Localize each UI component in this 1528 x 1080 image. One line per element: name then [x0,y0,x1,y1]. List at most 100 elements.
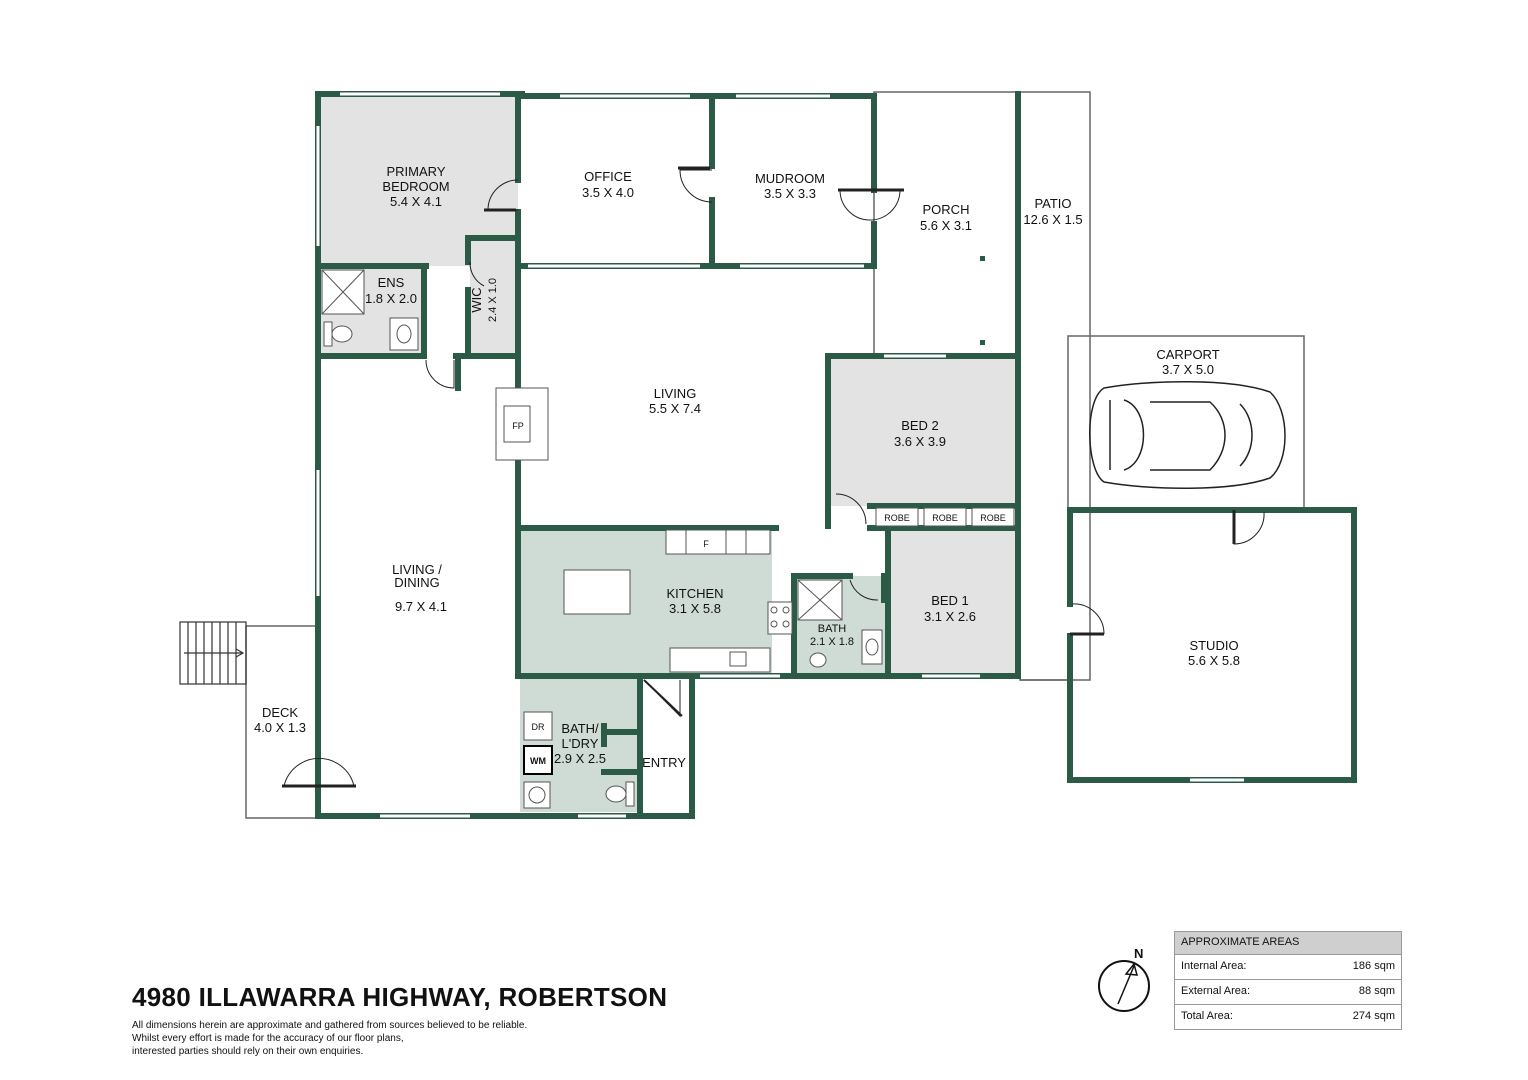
door-deck [283,757,355,787]
carport-name: CARPORT [1156,347,1219,362]
fridge-label: F [703,539,709,549]
ens-shower-x2 [321,269,365,315]
deck-size: 4.0 X 1.3 [254,720,306,735]
fridge-icon [685,529,727,555]
deck-stairs [179,621,247,685]
pantry-1 [665,529,687,555]
deck-name: DECK [262,705,298,720]
door-bed2 [835,493,867,525]
areas-row: Total Area: 274 sqm [1175,1005,1401,1029]
car-icon [1089,381,1286,489]
ens-name: ENS [378,275,405,290]
doors [282,166,1265,788]
approximate-areas-table: APPROXIMATE AREAS Internal Area: 186 sqm… [1174,931,1402,1030]
living-dining-size: 9.7 X 4.1 [395,599,447,614]
areas-label: Internal Area: [1181,960,1247,972]
porch-size: 5.6 X 3.1 [920,218,972,233]
property-address-title: 4980 ILLAWARRA HIGHWAY, ROBERTSON [132,982,668,1012]
door-mud [839,189,901,221]
car-body [1089,381,1286,489]
carport-size: 3.7 X 5.0 [1162,362,1214,377]
door-ld [425,359,455,389]
bath-ldry-size: 2.9 X 2.5 [554,751,606,766]
bath-size: 2.1 X 1.8 [810,636,854,648]
patio-outline [1019,91,1091,681]
patio-size: 12.6 X 1.5 [1023,212,1082,227]
north-arrow-icon [1124,962,1139,976]
bath-shower-x2 [797,579,843,621]
robe-1 [875,507,919,527]
wic-fill [470,240,518,356]
primary-bedroom-name-1: PRIMARY [387,164,446,179]
areas-label: Total Area: [1181,1010,1233,1022]
car-windshield [1123,399,1145,471]
studio-name: STUDIO [1189,638,1238,653]
fireplace-inner [503,405,531,443]
mudroom-name: MUDROOM [755,171,825,186]
disclaimer: All dimensions herein are approximate an… [132,1019,527,1058]
door-office [679,169,713,203]
dryer-label: DR [532,722,545,732]
north-letter: N [1134,946,1143,961]
robe-label-3: ROBE [980,513,1006,523]
areas-row: Internal Area: 186 sqm [1175,955,1401,980]
burner-2 [782,606,790,614]
bed2-fill [830,358,1018,506]
washer-label: WM [530,756,546,766]
bath-toilet-icon [809,652,827,668]
ens-toilet-tank [323,321,333,347]
burner-4 [782,620,790,628]
entry-name: ENTRY [642,755,686,770]
pantry-3 [745,529,771,555]
cooktop-icon [767,601,793,635]
bath-basin-icon [865,638,879,656]
bed1-size: 3.1 X 2.6 [924,609,976,624]
island-bench [563,569,631,615]
car-rear [1239,403,1253,467]
door-entry-leaf [643,679,683,717]
car-roof [1150,401,1226,471]
porch-post-2 [980,340,985,345]
disclaimer-line: All dimensions herein are approximate an… [132,1020,528,1031]
bath-ldry-name-1: BATH/ [561,721,599,736]
bed1-fill [890,528,1018,676]
kitchen-name: KITCHEN [666,586,723,601]
living-dining-name-2: DINING [394,575,440,590]
fixtures [321,256,1015,809]
ldry-toilet-icon [605,785,627,803]
stair-arrowhead [235,648,245,658]
robe-3 [971,507,1015,527]
stairs-outline [179,621,247,685]
kitchen-bench [669,647,771,673]
bed2-size: 3.6 X 3.9 [894,434,946,449]
primary-bedroom-fill [320,96,518,236]
door-bath [849,579,879,601]
burner-1 [770,606,778,614]
pantry-2 [725,529,747,555]
ldry-tub-basin [528,786,546,804]
bed1-name: BED 1 [931,593,969,608]
primary-bedroom-fill-2 [320,236,470,266]
areas-value: 88 sqm [1358,985,1395,997]
fireplace-label: FP [512,421,524,431]
robe-2 [923,507,967,527]
living-name: LIVING [654,386,697,401]
north-compass: N [1098,946,1150,1012]
room-labels: PRIMARY BEDROOM 5.4 X 4.1 OFFICE 3.5 X 4… [254,164,1240,770]
windows [316,92,1244,818]
bath-ldry-name-2: L'DRY [562,736,599,751]
disclaimer-line: Whilst every effort is made for the accu… [132,1033,404,1044]
living-dining-name-1: LIVING / [392,562,442,577]
door-wic [469,261,485,287]
washer-icon [523,745,553,775]
robe-label-1: ROBE [884,513,910,523]
primary-bedroom-size: 5.4 X 4.1 [390,194,442,209]
areas-value: 274 sqm [1352,1010,1395,1022]
door-studio-side [1071,603,1105,635]
door-studio-top [1233,510,1265,545]
wic-size: 2.4 X 1.0 [487,278,499,322]
compass-circle [1098,960,1150,1012]
dryer-icon [523,711,553,741]
porch-name: PORCH [923,202,970,217]
kitchen-sink-icon [729,651,747,667]
